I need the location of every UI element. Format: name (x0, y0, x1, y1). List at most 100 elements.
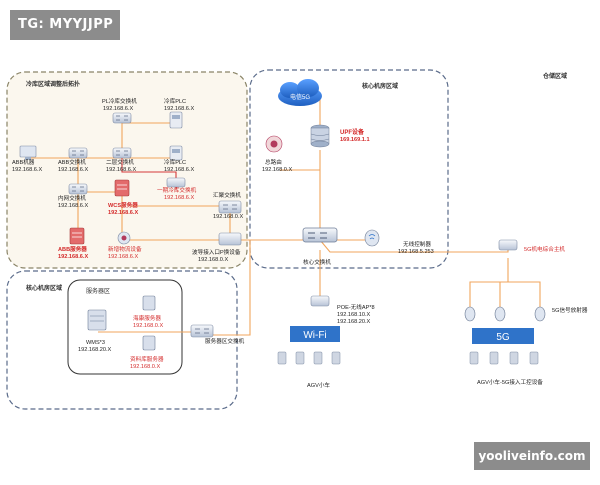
switch-icon (68, 183, 88, 195)
access-switch-name: 波导接入口P换设备 (192, 248, 241, 256)
abb-robot-device[interactable]: ABB机器 192.168.6.X (12, 145, 42, 173)
cold-plc-1-name: 冷库PLC (164, 97, 186, 105)
server-icon (114, 179, 130, 197)
intranet-switch-ip: 192.168.6.X (58, 203, 88, 209)
layer2-switch-name: 二层交换机 (106, 158, 134, 166)
region-core-room-top: 核心机房区域 (249, 69, 449, 269)
upf-device[interactable]: UPF设备 169.169.1.1 (310, 124, 370, 148)
region-core-room-bottom-label: 核心机房区域 (26, 284, 62, 292)
region-warehouse-label: 仓储区域 (542, 72, 567, 80)
intranet-switch-device[interactable]: 内网交换机 192.168.6.X (58, 183, 88, 209)
edge-switch-device[interactable]: 汇聚交换机 192.168.0.X (213, 191, 243, 220)
abb-server-name: ABB服务器 (58, 245, 87, 253)
agv-car-label: AGV小车 (307, 381, 330, 389)
base-station-icon (498, 239, 518, 251)
wms-server-device[interactable]: WMS*3 192.168.20.X (78, 309, 112, 353)
watermark-top: TG: MYYJJPP (10, 10, 120, 40)
access-switch-device[interactable]: 波导接入口P换设备 192.168.0.X (192, 232, 242, 263)
wireless-controller-ip: 192.168.5.253 (398, 249, 434, 255)
wifi-banner: Wi-Fi AGV小车 (277, 326, 341, 389)
datacenter-server-device[interactable]: 资料库服务器 192.168.0.X (130, 335, 164, 370)
main-router-name: 总路由 (265, 158, 282, 166)
region-cold-storage: 冷库区域调整后拓扑 (6, 71, 248, 269)
abb-robot-name: ABB机器 (12, 158, 35, 166)
access-switch-ip: 192.168.0.X (198, 257, 228, 263)
antenna-5g-name: 5G信号放射器 (552, 306, 588, 314)
cold-plc-2-device[interactable]: 冷库PLC 192.168.6.X (164, 145, 194, 173)
core-switch-name: 核心交换机 (303, 258, 331, 266)
new-logistics-name: 新增物流设备 (108, 245, 142, 253)
camera-icon (117, 231, 131, 245)
upf-name: UPF设备 (340, 128, 365, 136)
region-server-area: 服务器区 (67, 279, 183, 375)
cold-plc-1-device[interactable]: 冷库PLC 192.168.6.X (164, 97, 194, 129)
edge-switch-ip: 192.168.0.X (213, 214, 243, 220)
cold-plc-2-name: 冷库PLC (164, 158, 186, 166)
switch-icon (166, 177, 186, 188)
5g-clients (469, 351, 539, 365)
server-switch-name: 服务器区交换机 (205, 337, 245, 345)
haikang-server-device[interactable]: 海康服务器 192.168.0.X (133, 295, 163, 329)
bu-switch-device[interactable]: 一期冷库交换机 192.168.6.X (157, 177, 197, 201)
intranet-switch-name: 内网交换机 (58, 194, 86, 202)
switch-icon (218, 232, 242, 246)
poe-ap-name: POE-无线AP*8 (337, 303, 375, 311)
router-icon (265, 135, 283, 153)
region-server-area-label: 服务器区 (86, 287, 110, 295)
server-icon (142, 335, 156, 351)
plc-switch-device[interactable]: PL冷库交换机 192.168.6.X (102, 97, 137, 124)
abb-switch-device[interactable]: ABB交换机 192.168.6.X (58, 147, 88, 173)
layer2-switch-ip: 192.168.6.X (106, 167, 136, 173)
wcs-server-ip: 192.168.6.X (108, 210, 138, 216)
ran-5g-device[interactable]: 5G机电综合主机 (498, 239, 565, 253)
poe-ap-ip2: 192.168.20.X (337, 319, 371, 325)
bu-switch-ip: 192.168.6.X (164, 195, 194, 201)
abb-server-ip: 192.168.6.X (58, 254, 88, 260)
carrier-5g-cloud[interactable]: 电信5G (278, 79, 322, 106)
wcs-server-name: WCS服务器 (108, 201, 138, 209)
computer-icon (19, 145, 37, 160)
core-switch-device[interactable]: 核心交换机 (302, 227, 338, 266)
wifi-controller-icon (364, 229, 380, 247)
access-point-icon (310, 295, 330, 307)
bu-switch-name: 一期冷库交换机 (157, 186, 197, 194)
region-core-room-top-label: 核心机房区域 (362, 82, 398, 90)
switch-icon (68, 147, 88, 159)
region-core-room-bottom: 核心机房区域 (6, 270, 238, 410)
server-switch-device[interactable]: 服务器区交换机 (190, 324, 245, 345)
datacenter-server-name: 资料库服务器 (130, 355, 164, 363)
wms-server-ip: 192.168.20.X (78, 347, 112, 353)
wireless-controller-device[interactable]: 无线控制器 192.168.5.253 (364, 229, 434, 255)
edge-switch-name: 汇聚交换机 (213, 191, 241, 199)
wcs-server-device[interactable]: WCS服务器 192.168.6.X (108, 179, 138, 216)
switch-icon (112, 112, 132, 124)
database-icon (310, 124, 330, 148)
upf-ip: 169.169.1.1 (340, 137, 370, 143)
region-cold-storage-label: 冷库区域调整后拓扑 (26, 80, 80, 88)
layer2-switch-device[interactable]: 二层交换机 192.168.6.X (106, 147, 136, 173)
cloud-icon (278, 79, 322, 106)
abb-robot-ip: 192.168.6.X (12, 167, 42, 173)
poe-ap-ip1: 192.168.10.X (337, 312, 371, 318)
haikang-server-ip: 192.168.0.X (133, 323, 163, 329)
abb-server-device[interactable]: ABB服务器 192.168.6.X (58, 227, 88, 260)
main-router-ip: 192.168.0.X (262, 167, 292, 173)
cold-plc-1-ip: 192.168.6.X (164, 106, 194, 112)
datacenter-server-ip: 192.168.0.X (130, 364, 160, 370)
antenna-5g-group[interactable]: 5G信号放射器 (464, 306, 588, 322)
banner-5g-label: 5G (496, 332, 510, 343)
server-icon (142, 295, 156, 311)
new-logistics-device[interactable]: 新增物流设备 192.168.6.X (108, 231, 142, 260)
poe-ap-device[interactable]: POE-无线AP*8 192.168.10.X 192.168.20.X (310, 295, 375, 325)
switch-icon (112, 147, 132, 159)
watermark-bottom: yooliveinfo.com (474, 442, 590, 470)
banner-5g: 5G AGV小车-5G接入工控设备 (469, 328, 543, 386)
plc-switch-ip: 192.168.6.X (103, 106, 133, 112)
antenna-icon (464, 306, 546, 322)
abb-switch-name: ABB交换机 (58, 158, 86, 166)
plc-icon (169, 111, 183, 129)
wifi-clients (277, 351, 341, 365)
agv-5g-label: AGV小车-5G接入工控设备 (477, 378, 543, 386)
main-router-device[interactable]: 总路由 192.168.0.X (262, 135, 292, 173)
